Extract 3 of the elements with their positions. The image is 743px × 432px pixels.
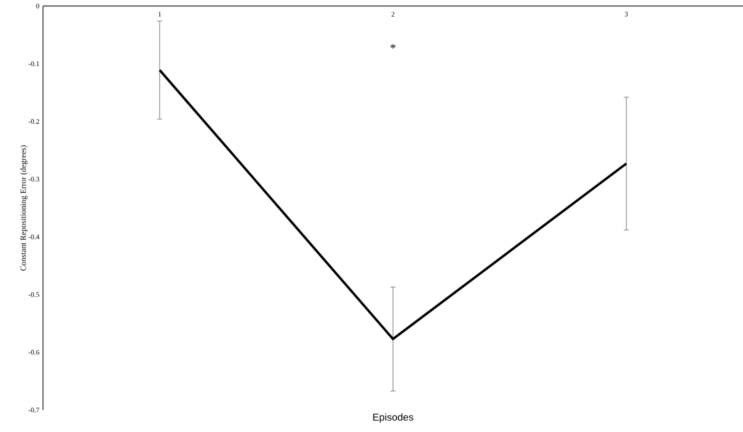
annotation: *: [390, 44, 396, 48]
x-axis-title: Episodes: [373, 413, 414, 423]
y-axis-title: Constant Repositioning Error (degrees): [20, 145, 28, 271]
